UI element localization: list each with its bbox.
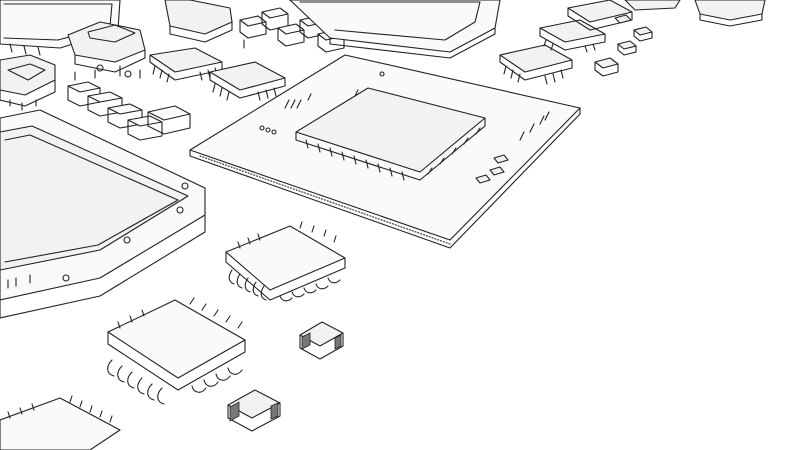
left-large-module <box>0 109 206 319</box>
top-center-chip <box>289 0 501 59</box>
top-right-chips <box>499 0 766 85</box>
top-hex-packages <box>67 0 233 73</box>
qfp-chip-b <box>209 61 286 101</box>
qfp-chip-center <box>225 221 346 302</box>
qfp-chip-lower <box>107 297 246 405</box>
main-cpu <box>189 54 581 249</box>
qfp-chip-a <box>149 47 223 83</box>
smd-component-lower <box>227 389 281 432</box>
capacitor-cluster <box>67 64 191 141</box>
bottom-left-chip <box>0 395 121 450</box>
smd-component-mid <box>299 321 344 360</box>
left-hex-block <box>0 54 56 111</box>
